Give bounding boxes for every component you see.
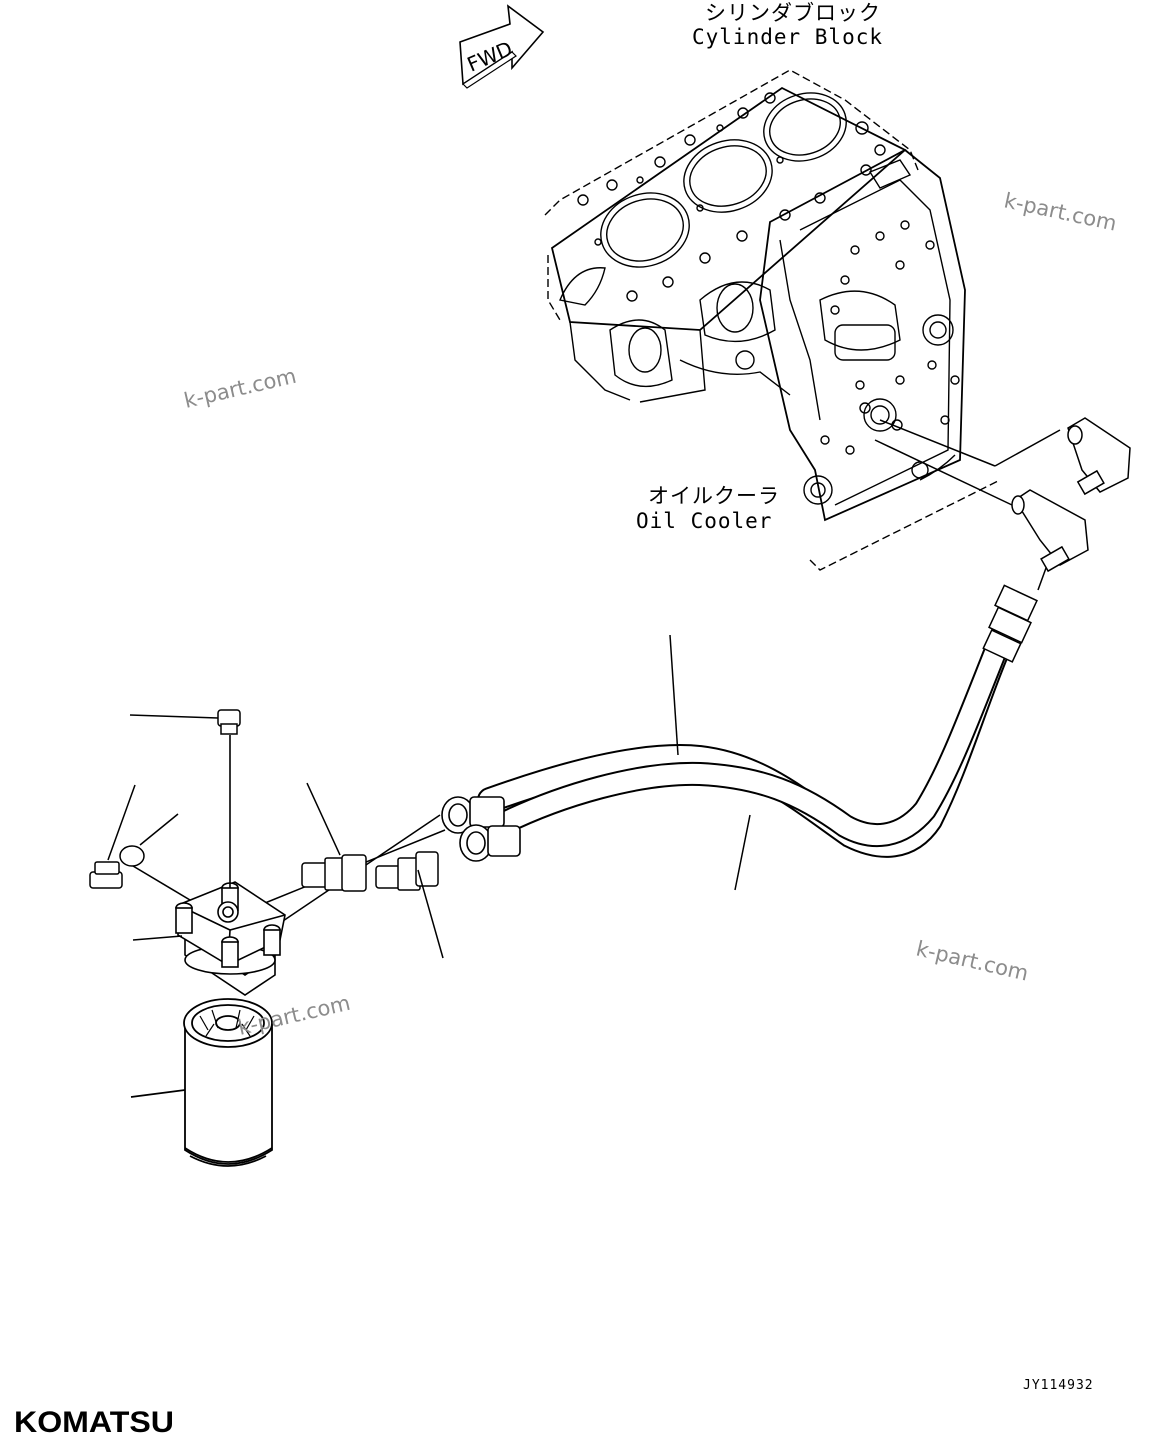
watermark-3: k-part.com [914, 936, 1031, 985]
cylinder-block-label-jp: シリンダブロック [705, 1, 881, 25]
fwd-arrow: FWD [459, 4, 545, 89]
oil-cooler-hoses [441, 584, 1038, 891]
watermark-2: k-part.com [182, 364, 299, 413]
oil-cooler-label-en: Oil Cooler [636, 509, 772, 533]
watermark-1: k-part.com [1002, 188, 1119, 235]
cylinder-block-label-en: Cylinder Block [692, 25, 883, 49]
oil-cooler-label-jp: オイルクーラ [648, 484, 780, 508]
drawing-code: JY114932 [1023, 1378, 1094, 1393]
cylinder-block [544, 69, 1001, 571]
oil-filter-cartridge [130, 998, 273, 1167]
plug-and-oring [89, 709, 241, 889]
adapter-fittings [264, 782, 446, 959]
komatsu-logo: KOMATSU [14, 1406, 174, 1436]
filter-head [132, 735, 286, 996]
watermark-4: k-part.com [236, 991, 353, 1040]
oil-cooler-elbow-fittings [874, 417, 1131, 591]
